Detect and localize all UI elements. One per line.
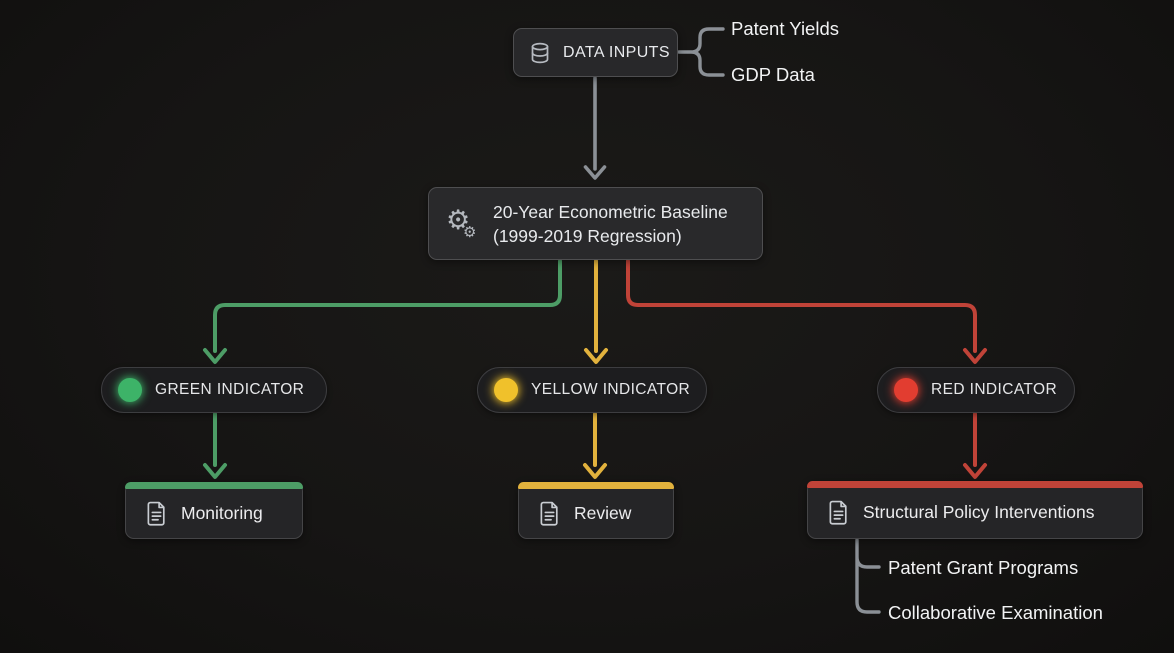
- node-red-indicator: RED INDICATOR: [877, 367, 1075, 413]
- program-patent-grant: Patent Grant Programs: [888, 557, 1079, 578]
- document-icon: [828, 500, 849, 525]
- node-econometric-baseline: ⚙ ⚙ 20-Year Econometric Baseline (1999-2…: [428, 187, 763, 260]
- red-indicator-label: RED INDICATOR: [931, 381, 1058, 398]
- monitoring-label: Monitoring: [181, 502, 263, 523]
- arrowhead-inputs-baseline: [583, 165, 607, 180]
- arrowhead-green-monitoring: [203, 463, 227, 479]
- connector-baseline-red: [626, 259, 977, 353]
- input-source-gdp-data: GDP Data: [731, 64, 815, 85]
- green-indicator-label: GREEN INDICATOR: [155, 381, 305, 398]
- baseline-label: 20-Year Econometric Baseline (1999-2019 …: [493, 200, 728, 248]
- input-source-patent-yields: Patent Yields: [731, 18, 839, 39]
- document-icon: [146, 501, 167, 526]
- document-icon: [539, 501, 560, 526]
- yellow-indicator-label: YELLOW INDICATOR: [531, 381, 691, 398]
- node-review: Review: [518, 482, 674, 539]
- program-collaborative-examination: Collaborative Examination: [888, 602, 1103, 623]
- yellow-dot-icon: [494, 378, 518, 402]
- node-green-indicator: GREEN INDICATOR: [101, 367, 327, 413]
- arrowhead-baseline-red: [963, 348, 987, 364]
- bracket-input-sources: [677, 27, 725, 77]
- bracket-intervention-programs: [855, 538, 881, 614]
- node-structural-policy-interventions: Structural Policy Interventions: [807, 481, 1143, 539]
- review-accent-bar: [518, 482, 674, 489]
- interventions-label: Structural Policy Interventions: [863, 502, 1095, 522]
- review-label: Review: [574, 502, 632, 523]
- arrowhead-baseline-green: [203, 348, 227, 364]
- data-inputs-label: DATA INPUTS: [563, 43, 670, 61]
- baseline-label-line1: 20-Year Econometric Baseline: [493, 201, 728, 222]
- gears-icon: ⚙ ⚙: [446, 204, 477, 241]
- connector-baseline-green: [213, 259, 562, 353]
- node-yellow-indicator: YELLOW INDICATOR: [477, 367, 707, 413]
- baseline-label-line2: (1999-2019 Regression): [493, 225, 682, 246]
- node-data-inputs: DATA INPUTS: [513, 28, 678, 77]
- red-dot-icon: [894, 378, 918, 402]
- monitoring-accent-bar: [125, 482, 303, 489]
- node-monitoring: Monitoring: [125, 482, 303, 539]
- interventions-accent-bar: [807, 481, 1143, 488]
- arrowhead-baseline-yellow: [584, 348, 608, 364]
- arrowhead-red-interventions: [963, 463, 987, 479]
- database-icon: [528, 41, 552, 65]
- arrowhead-yellow-review: [583, 463, 607, 479]
- green-dot-icon: [118, 378, 142, 402]
